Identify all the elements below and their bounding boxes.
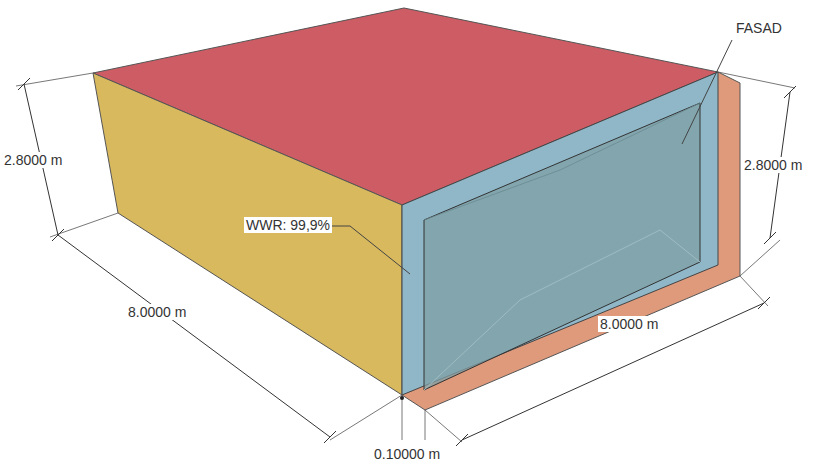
- length-dimension: 8.0000 m: [126, 304, 188, 320]
- wwr-callout: WWR: 99,9%: [244, 217, 332, 233]
- height-dimension: 2.8000 m: [2, 152, 64, 168]
- facade-callout: FASAD: [734, 20, 784, 36]
- thickness-dimension: 0.10000 m: [372, 446, 442, 462]
- height-dimension: 2.8000 m: [742, 157, 804, 173]
- length-dimension: 8.0000 m: [598, 316, 660, 332]
